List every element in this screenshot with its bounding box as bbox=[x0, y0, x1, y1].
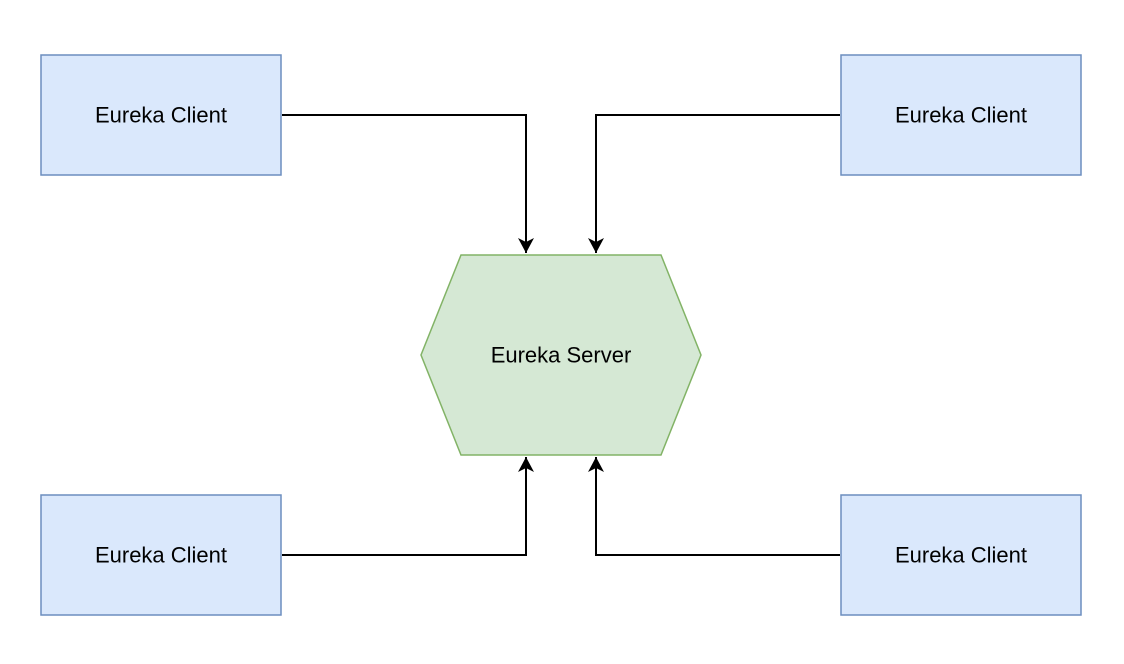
client-label: Eureka Client bbox=[95, 543, 227, 568]
client-label: Eureka Client bbox=[895, 543, 1027, 568]
server-label: Eureka Server bbox=[491, 343, 632, 368]
server-hexagon[interactable] bbox=[420, 254, 702, 456]
client-box[interactable] bbox=[40, 54, 282, 176]
client-node-bottom-left[interactable]: Eureka Client bbox=[40, 494, 282, 616]
client-label: Eureka Client bbox=[95, 103, 227, 128]
connector-bottom-left-to-server[interactable] bbox=[282, 457, 534, 556]
client-box[interactable] bbox=[40, 494, 282, 616]
connectors bbox=[282, 114, 840, 556]
client-box[interactable] bbox=[840, 54, 1082, 176]
connector-top-right-to-server[interactable] bbox=[588, 114, 840, 253]
client-box[interactable] bbox=[840, 494, 1082, 616]
client-node-bottom-right[interactable]: Eureka Client bbox=[840, 494, 1082, 616]
server-node[interactable]: Eureka Server bbox=[420, 254, 702, 456]
client-node-top-right[interactable]: Eureka Client bbox=[840, 54, 1082, 176]
connector-top-left-to-server[interactable] bbox=[282, 114, 534, 253]
client-node-top-left[interactable]: Eureka Client bbox=[40, 54, 282, 176]
connector-bottom-right-to-server[interactable] bbox=[588, 457, 840, 556]
client-label: Eureka Client bbox=[895, 103, 1027, 128]
